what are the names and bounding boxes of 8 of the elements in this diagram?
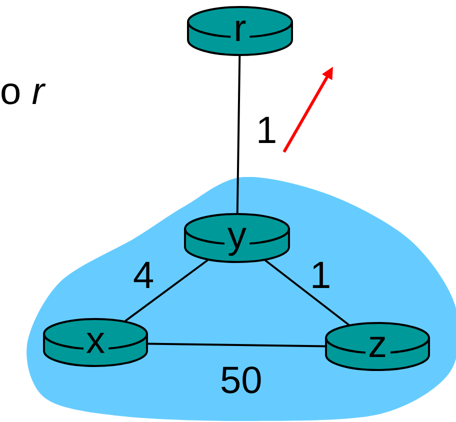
link-cost-label: 1 bbox=[256, 112, 278, 150]
link-line bbox=[264, 259, 351, 327]
link-cost-label: 4 bbox=[133, 257, 154, 295]
caption-text: o r bbox=[0, 72, 44, 112]
link-line bbox=[123, 259, 208, 323]
link-line bbox=[148, 342, 326, 348]
link-cost-label: 1 bbox=[310, 257, 332, 295]
link-cost-label: 50 bbox=[220, 362, 262, 400]
